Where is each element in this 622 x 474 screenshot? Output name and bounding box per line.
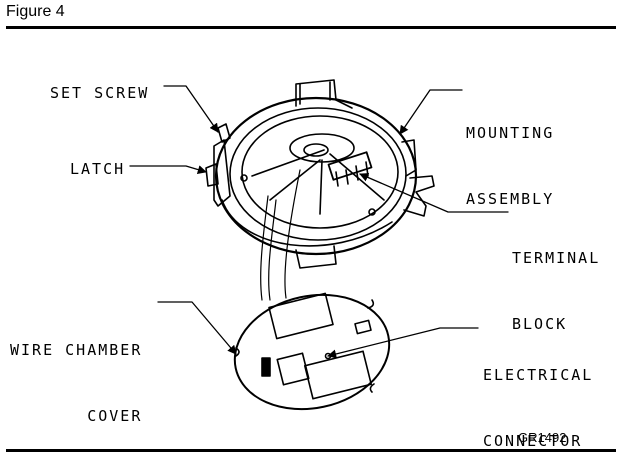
label-terminal-line2: BLOCK [512, 315, 568, 333]
label-set-screw: SET SCREW [50, 84, 150, 102]
wires [260, 169, 301, 301]
label-terminal-block: TERMINAL BLOCK [512, 203, 600, 357]
label-latch: LATCH [70, 160, 126, 178]
wire-chamber-cover [233, 292, 391, 411]
mounting-ring [205, 79, 435, 269]
label-wire-chamber-line2: COVER [87, 407, 143, 425]
label-electrical-line2: CONNECTOR [483, 432, 583, 450]
figure-code: GR1492 [518, 430, 567, 445]
label-terminal-line1: TERMINAL [512, 249, 601, 267]
bottom-rule [6, 449, 616, 452]
label-wire-chamber-cover: WIRE CHAMBER COVER [10, 295, 142, 449]
assembly-drawing [129, 79, 509, 411]
label-mounting-line1: MOUNTING [466, 124, 555, 142]
label-electrical-connector: ELECTRICAL CONNECTOR [483, 320, 593, 474]
leader-lines [129, 85, 509, 359]
label-wire-chamber-line1: WIRE CHAMBER [10, 341, 143, 359]
label-mounting-assembly: MOUNTING ASSEMBLY [466, 78, 554, 232]
label-electrical-line1: ELECTRICAL [483, 366, 594, 384]
top-rule [6, 26, 616, 29]
label-mounting-line2: ASSEMBLY [466, 190, 555, 208]
figure-title: Figure 4 [6, 3, 65, 20]
